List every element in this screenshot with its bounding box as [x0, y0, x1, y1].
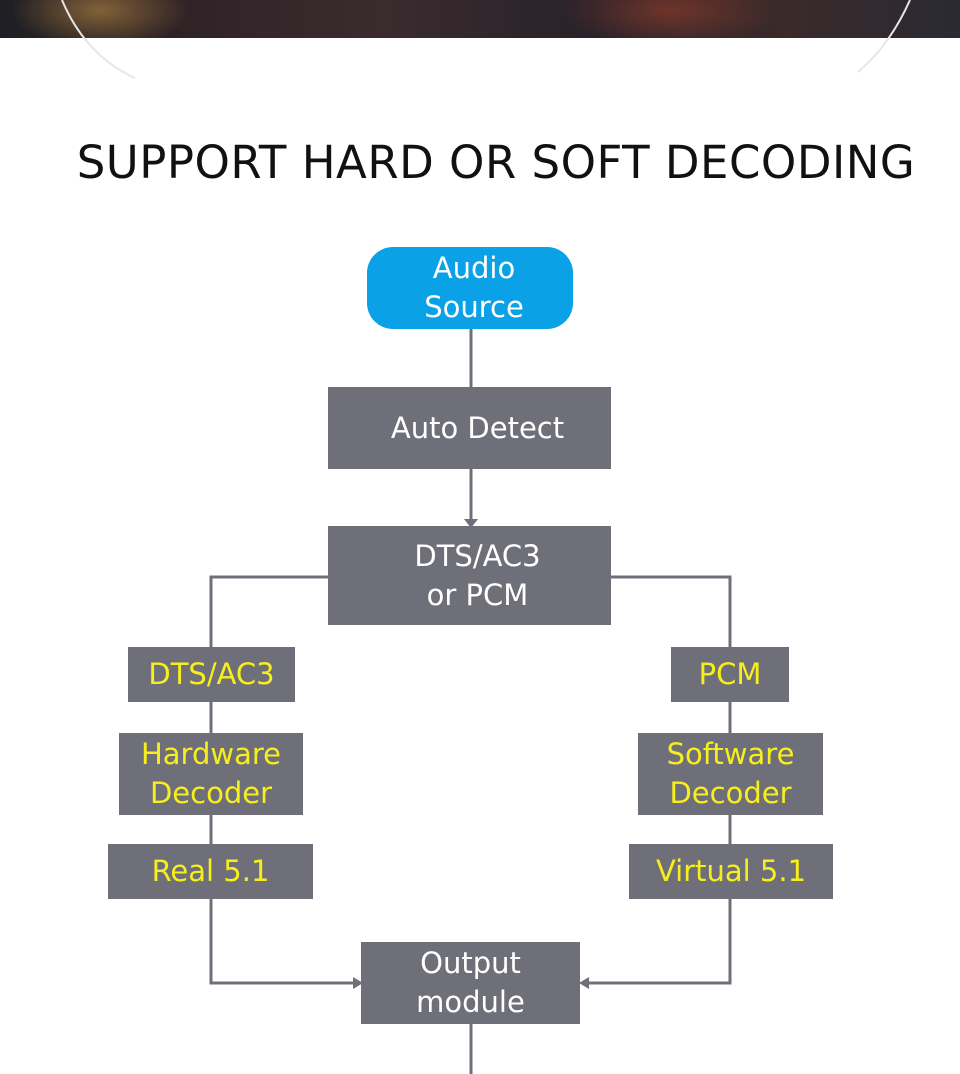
- connector-real-to-output: [209, 898, 356, 985]
- connector-format-to-right-branch: [610, 575, 732, 647]
- audio-source-node: Audio Source: [367, 247, 573, 329]
- dts-ac3-label: DTS/AC3: [148, 657, 275, 691]
- arrowhead-right-to-output: [579, 977, 589, 989]
- dts-ac3-node: DTS/AC3: [128, 647, 295, 702]
- virtual-51-label: Virtual 5.1: [655, 854, 807, 888]
- top-banner-image: [0, 0, 960, 38]
- real-51-label: Real 5.1: [151, 854, 270, 888]
- hardware-decoder-label: Hardware Decoder: [140, 737, 281, 810]
- real-51-node: Real 5.1: [108, 844, 313, 899]
- format-select-label: DTS/AC3 or PCM: [414, 538, 541, 612]
- connector-virtual-to-output: [586, 898, 732, 985]
- arrowhead-detect-to-format: [464, 519, 478, 528]
- virtual-51-node: Virtual 5.1: [629, 844, 833, 899]
- format-select-node: DTS/AC3 or PCM: [328, 526, 611, 625]
- pcm-label: PCM: [698, 657, 762, 691]
- auto-detect-label: Auto Detect: [390, 410, 565, 445]
- hardware-decoder-node: Hardware Decoder: [119, 733, 303, 815]
- output-module-node: Output module: [361, 942, 580, 1024]
- arrowhead-left-to-output: [353, 977, 363, 989]
- page-title: SUPPORT HARD OR SOFT DECODING: [76, 136, 916, 189]
- pcm-node: PCM: [671, 647, 789, 702]
- software-decoder-node: Software Decoder: [638, 733, 823, 815]
- banner-arc-decoration: [61, 0, 911, 79]
- auto-detect-node: Auto Detect: [328, 387, 611, 469]
- output-module-label: Output module: [416, 946, 525, 1019]
- software-decoder-label: Software Decoder: [666, 737, 795, 810]
- connector-format-to-left-branch: [209, 575, 329, 647]
- audio-source-label: Audio Source: [424, 251, 524, 324]
